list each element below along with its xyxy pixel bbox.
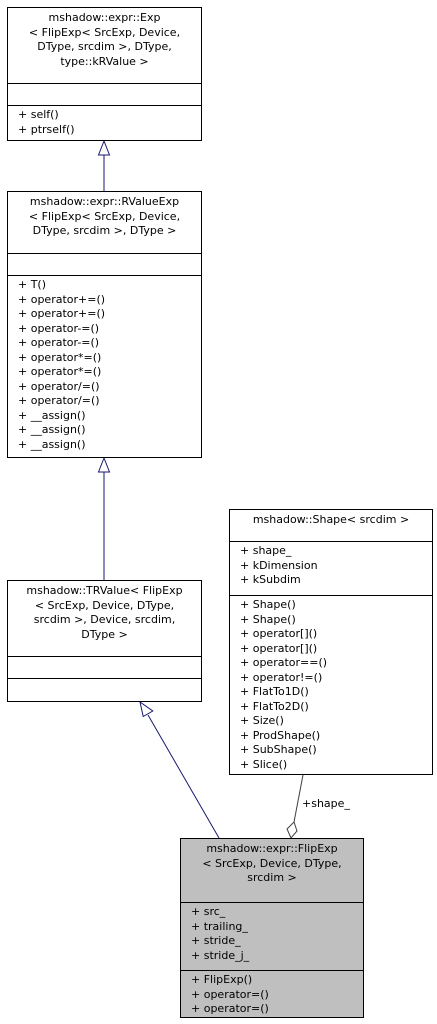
rvalueexp-method[interactable]: + operator*=() <box>18 365 102 378</box>
rvalueexp-title-line: < FlipExp< SrcExp, Device, <box>28 209 181 223</box>
compose-diamond <box>286 821 298 839</box>
rvalueexp-method[interactable]: + T() <box>18 278 47 291</box>
trvalue-title-line: DType > <box>81 627 128 641</box>
shape-method[interactable]: + Size() <box>240 714 284 727</box>
shape-attribute[interactable]: + kSubdim <box>240 573 301 586</box>
trvalue-title-line: < SrcExp, Device, DType, <box>34 598 175 612</box>
flipexp-method[interactable]: + operator=() <box>191 987 269 1001</box>
exp-method[interactable]: + ptrself() <box>18 122 75 136</box>
shape-method[interactable]: + operator==() <box>240 656 328 669</box>
shape-method[interactable]: + FlatTo2D() <box>240 699 309 713</box>
flipexp-method[interactable]: + operator=() <box>191 1002 269 1015</box>
shape-method[interactable]: + FlatTo1D() <box>240 685 309 698</box>
shape-attributes-section: + shape_+ kDimension+ kSubdim <box>230 541 432 595</box>
class-box-trvalue[interactable]: mshadow::TRValue< FlipExp< SrcExp, Devic… <box>7 580 202 702</box>
shape-method[interactable]: + ProdShape() <box>240 728 321 742</box>
class-box-shape[interactable]: mshadow::Shape< srcdim >+ shape_+ kDimen… <box>229 509 433 775</box>
rvalueexp-method[interactable]: + operator-=() <box>18 321 100 335</box>
rvalueexp-method[interactable]: + operator/=() <box>18 379 100 393</box>
flipexp-methods-section: + FlipExp()+ operator=()+ operator=() <box>181 970 363 1020</box>
shape-method[interactable]: + Slice() <box>240 757 288 771</box>
class-box-exp[interactable]: mshadow::expr::Exp< FlipExp< SrcExp, Dev… <box>7 7 202 141</box>
class-box-rvalueexp[interactable]: mshadow::expr::RValueExp< FlipExp< SrcEx… <box>7 191 202 458</box>
flipexp-attribute[interactable]: + stride_ <box>191 934 241 947</box>
flipexp-title-line: srcdim > <box>247 871 297 884</box>
rvalueexp-method[interactable]: + operator+=() <box>18 292 106 306</box>
flipexp-class-title: mshadow::expr::FlipExp< SrcExp, Device, … <box>181 839 363 902</box>
shape-method[interactable]: + Shape() <box>240 612 296 626</box>
exp-methods-section: + self()+ ptrself() <box>8 105 201 140</box>
shape-method[interactable]: + operator[]() <box>240 627 318 640</box>
exp-method[interactable]: + self() <box>18 108 59 121</box>
rvalueexp-method[interactable]: + __assign() <box>18 423 86 436</box>
shape-method[interactable]: + operator!=() <box>240 670 323 684</box>
rvalueexp-attributes-section <box>8 253 201 275</box>
trvalue-class-title: mshadow::TRValue< FlipExp< SrcExp, Devic… <box>8 581 201 656</box>
flipexp-method[interactable]: + FlipExp() <box>191 973 253 986</box>
rvalueexp-method[interactable]: + __assign() <box>18 408 86 422</box>
shape-method[interactable]: + SubShape() <box>240 743 317 756</box>
rvalueexp-method[interactable]: + operator/=() <box>18 394 100 407</box>
inherit-arrowhead-trvalue <box>139 700 154 718</box>
exp-title-line: < FlipExp< SrcExp, Device, <box>28 25 181 39</box>
rvalueexp-method[interactable]: + operator*=() <box>18 350 102 364</box>
flipexp-title-line: < SrcExp, Device, DType, <box>202 856 342 870</box>
exp-title-line: DType, srcdim >, DType, <box>37 40 172 53</box>
exp-class-title: mshadow::expr::Exp< FlipExp< SrcExp, Dev… <box>8 8 201 83</box>
shape-class-title: mshadow::Shape< srcdim > <box>230 510 432 541</box>
class-box-flipexp[interactable]: mshadow::expr::FlipExp< SrcExp, Device, … <box>180 838 364 1018</box>
shape-attribute[interactable]: + kDimension <box>240 558 318 572</box>
exp-title-line: type::kRValue > <box>60 54 149 68</box>
flipexp-attribute[interactable]: + src_ <box>191 905 226 918</box>
rvalueexp-method[interactable]: + operator-=() <box>18 336 100 349</box>
flipexp-attribute[interactable]: + stride_j_ <box>191 948 250 962</box>
trvalue-methods-section <box>8 678 201 684</box>
flipexp-title-line: mshadow::expr::FlipExp <box>206 842 338 855</box>
trvalue-title-line: srcdim >, Device, srcdim, <box>33 613 176 626</box>
exp-attributes-section <box>8 83 201 105</box>
trvalue-title-line: mshadow::TRValue< FlipExp <box>26 584 183 597</box>
inherit-arrowhead-rvalueexp <box>97 456 111 473</box>
flipexp-attributes-section: + src_+ trailing_+ stride_+ stride_j_ <box>181 902 363 970</box>
shape-method[interactable]: + Shape() <box>240 598 296 611</box>
shape-methods-section: + Shape()+ Shape()+ operator[]()+ operat… <box>230 595 432 775</box>
rvalueexp-title-line: mshadow::expr::RValueExp <box>29 195 180 208</box>
rvalueexp-methods-section: + T()+ operator+=()+ operator+=()+ opera… <box>8 275 201 455</box>
inherit-edge-flipexp-trvalue <box>147 714 220 839</box>
shape-method[interactable]: + operator[]() <box>240 641 318 655</box>
edge-label-shape-member: +shape_ <box>302 797 350 810</box>
shape-title-line: mshadow::Shape< srcdim > <box>252 513 410 526</box>
rvalueexp-method[interactable]: + operator+=() <box>18 307 106 320</box>
compose-edge-shape-flipexp <box>293 774 304 823</box>
rvalueexp-class-title: mshadow::expr::RValueExp< FlipExp< SrcEx… <box>8 192 201 253</box>
flipexp-attribute[interactable]: + trailing_ <box>191 919 248 933</box>
rvalueexp-method[interactable]: + __assign() <box>18 437 86 451</box>
exp-title-line: mshadow::expr::Exp <box>48 11 161 24</box>
rvalueexp-title-line: DType, srcdim >, DType > <box>32 224 177 237</box>
shape-attribute[interactable]: + shape_ <box>240 544 292 557</box>
trvalue-attributes-section <box>8 656 201 678</box>
inherit-arrowhead-exp <box>97 139 111 156</box>
